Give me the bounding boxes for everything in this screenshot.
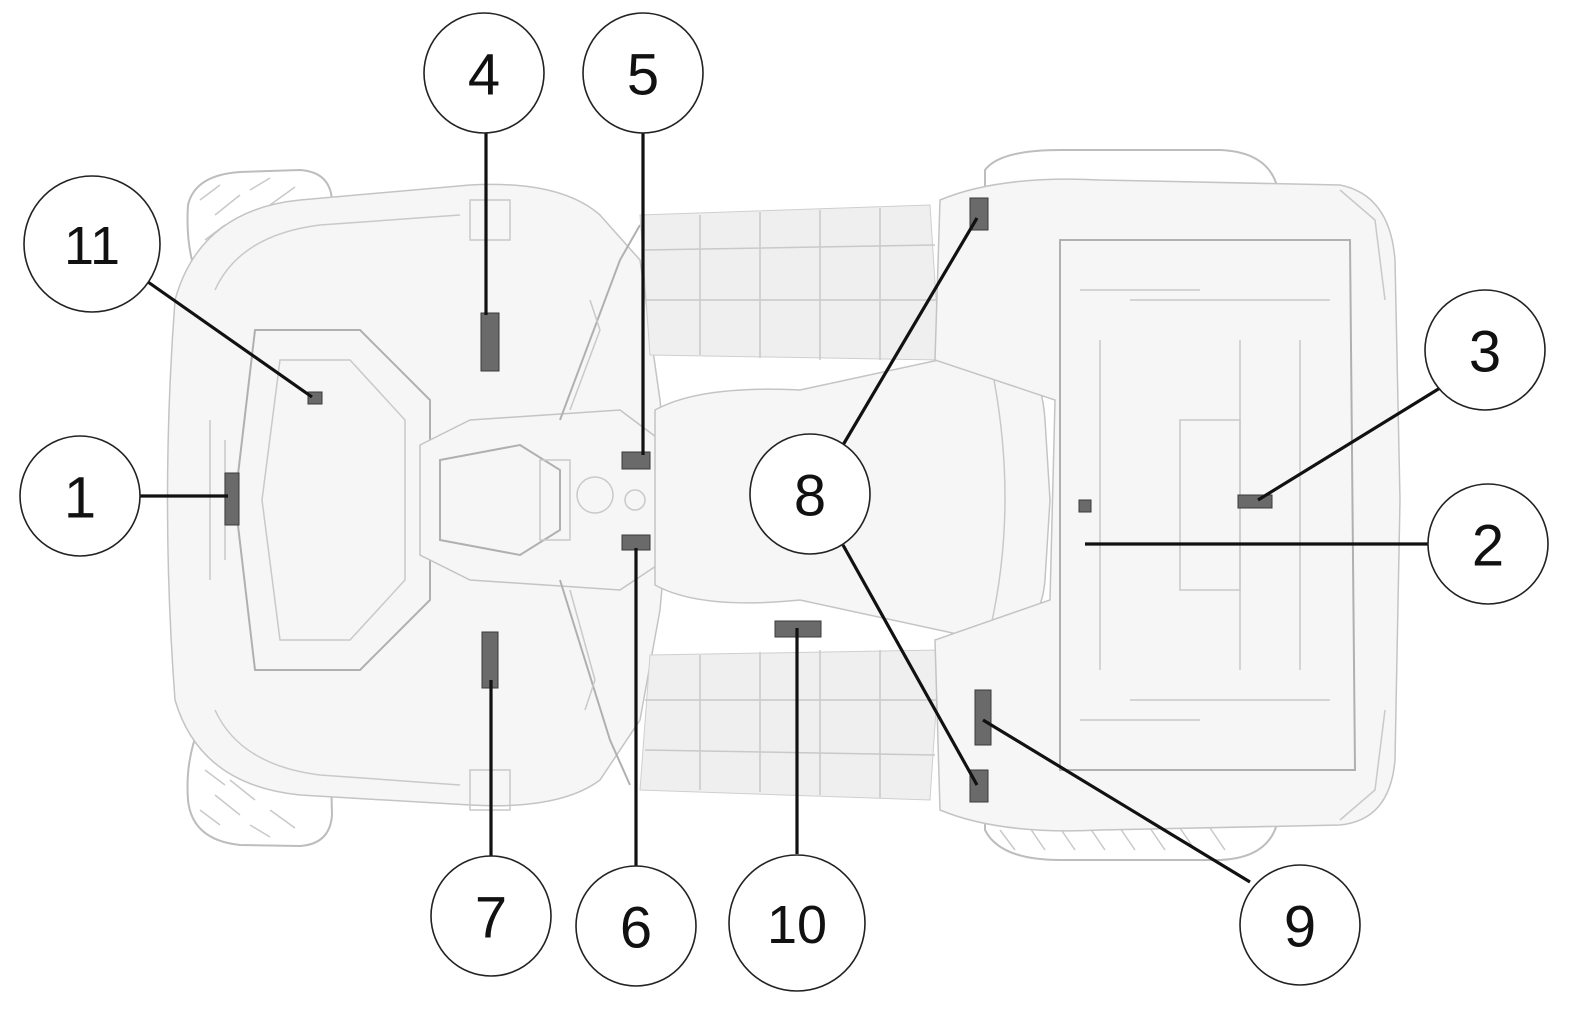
callout-8-number: 8: [794, 464, 826, 529]
callout-9: 9: [1239, 864, 1361, 986]
callout-6: 6: [575, 865, 697, 987]
callout-7: 7: [430, 855, 552, 977]
label-marker-3: [1237, 494, 1273, 509]
front-body: [166, 183, 671, 811]
callout-1: 1: [19, 435, 141, 557]
leader-line-3: [1257, 386, 1441, 502]
leader-line-8b: [841, 544, 979, 786]
label-marker-6: [621, 534, 651, 551]
rear-rack: [934, 178, 1401, 832]
callout-1-number: 1: [64, 466, 96, 531]
callout-8: 8: [749, 433, 871, 555]
label-marker-9: [974, 689, 992, 746]
right-footwell: [639, 649, 941, 801]
callout-4: 4: [423, 12, 545, 134]
label-markers: [224, 197, 1273, 803]
leader-line-9: [982, 718, 1251, 884]
label-marker-2: [1078, 499, 1092, 513]
callout-11-number: 11: [64, 216, 120, 276]
callout-5: 5: [582, 12, 704, 134]
callout-10: 10: [728, 854, 866, 992]
callout-2-number: 2: [1472, 514, 1504, 579]
atv-top-view-illustration: [166, 149, 1401, 861]
leader-lines: [140, 133, 1441, 884]
callout-3-number: 3: [1469, 320, 1501, 385]
left-footwell: [639, 204, 941, 361]
leader-line-11: [147, 280, 313, 399]
callout-10-number: 10: [767, 895, 827, 955]
front-right-tire: [186, 723, 334, 848]
callout-9-number: 9: [1284, 895, 1316, 960]
callout-6-number: 6: [620, 896, 652, 961]
label-marker-7: [481, 631, 499, 689]
callout-3: 3: [1424, 289, 1546, 411]
label-marker-5: [621, 451, 651, 470]
label-marker-4: [480, 312, 500, 372]
callout-11: 11: [23, 175, 161, 313]
callout-5-number: 5: [627, 43, 659, 108]
leader-line-8a: [841, 217, 979, 446]
handlebar-console: [419, 224, 666, 786]
label-marker-1: [224, 472, 240, 526]
callout-2: 2: [1427, 483, 1549, 605]
callout-7-number: 7: [475, 886, 507, 951]
callout-4-number: 4: [468, 43, 500, 108]
